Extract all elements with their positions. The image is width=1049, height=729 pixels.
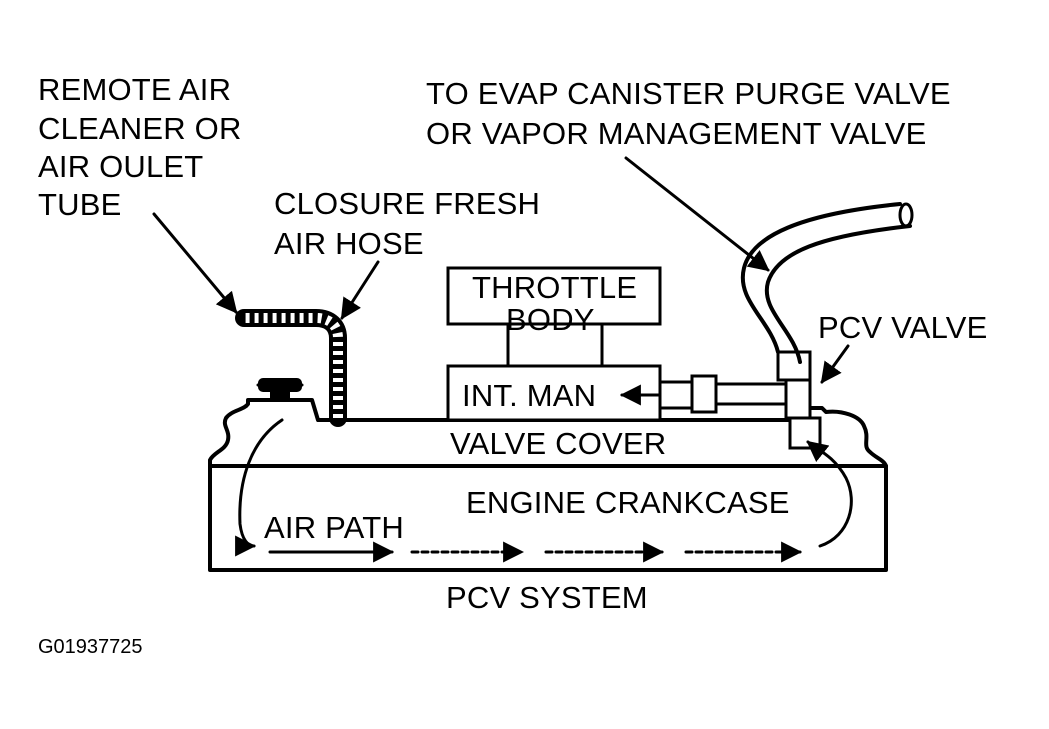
svg-text:REMOTE AIR: REMOTE AIR bbox=[38, 72, 231, 107]
svg-text:TO EVAP CANISTER PURGE VALVE: TO EVAP CANISTER PURGE VALVE bbox=[426, 76, 951, 111]
svg-text:THROTTLE: THROTTLE bbox=[472, 270, 637, 305]
label-pcv-valve: PCV VALVE bbox=[818, 310, 988, 345]
label-evap-canister: TO EVAP CANISTER PURGE VALVE OR VAPOR MA… bbox=[426, 76, 951, 151]
svg-text:OR VAPOR MANAGEMENT VALVE: OR VAPOR MANAGEMENT VALVE bbox=[426, 116, 927, 151]
label-valve-cover: VALVE COVER bbox=[450, 426, 666, 461]
label-remote-air-cleaner: REMOTE AIR CLEANER OR AIR OULET TUBE bbox=[38, 72, 242, 222]
label-engine-crankcase: ENGINE CRANKCASE bbox=[466, 485, 790, 520]
svg-text:AIR HOSE: AIR HOSE bbox=[274, 226, 424, 261]
label-throttle-body: THROTTLE BODY bbox=[472, 270, 637, 337]
svg-text:TUBE: TUBE bbox=[38, 187, 121, 222]
pcv-hose-connector bbox=[619, 374, 792, 414]
label-air-path: AIR PATH bbox=[264, 510, 404, 545]
svg-text:CLEANER OR: CLEANER OR bbox=[38, 111, 242, 146]
svg-text:BODY: BODY bbox=[506, 302, 595, 337]
evap-hose bbox=[740, 202, 914, 364]
closure-fresh-air-hose bbox=[235, 309, 347, 427]
leader-arrows bbox=[152, 156, 850, 384]
label-intake-manifold: INT. MAN bbox=[462, 378, 596, 413]
throttle-body bbox=[446, 266, 662, 368]
svg-text:AIR OULET: AIR OULET bbox=[38, 149, 203, 184]
label-closure-fresh-air-hose: CLOSURE FRESH AIR HOSE bbox=[274, 186, 540, 261]
pcv-valve bbox=[776, 350, 822, 450]
air-path-arrows bbox=[235, 418, 853, 563]
figure-id: G01937725 bbox=[38, 636, 143, 658]
svg-text:CLOSURE FRESH: CLOSURE FRESH bbox=[274, 186, 540, 221]
diagram-caption: PCV SYSTEM bbox=[446, 580, 648, 615]
oil-filler-cap bbox=[256, 378, 304, 402]
